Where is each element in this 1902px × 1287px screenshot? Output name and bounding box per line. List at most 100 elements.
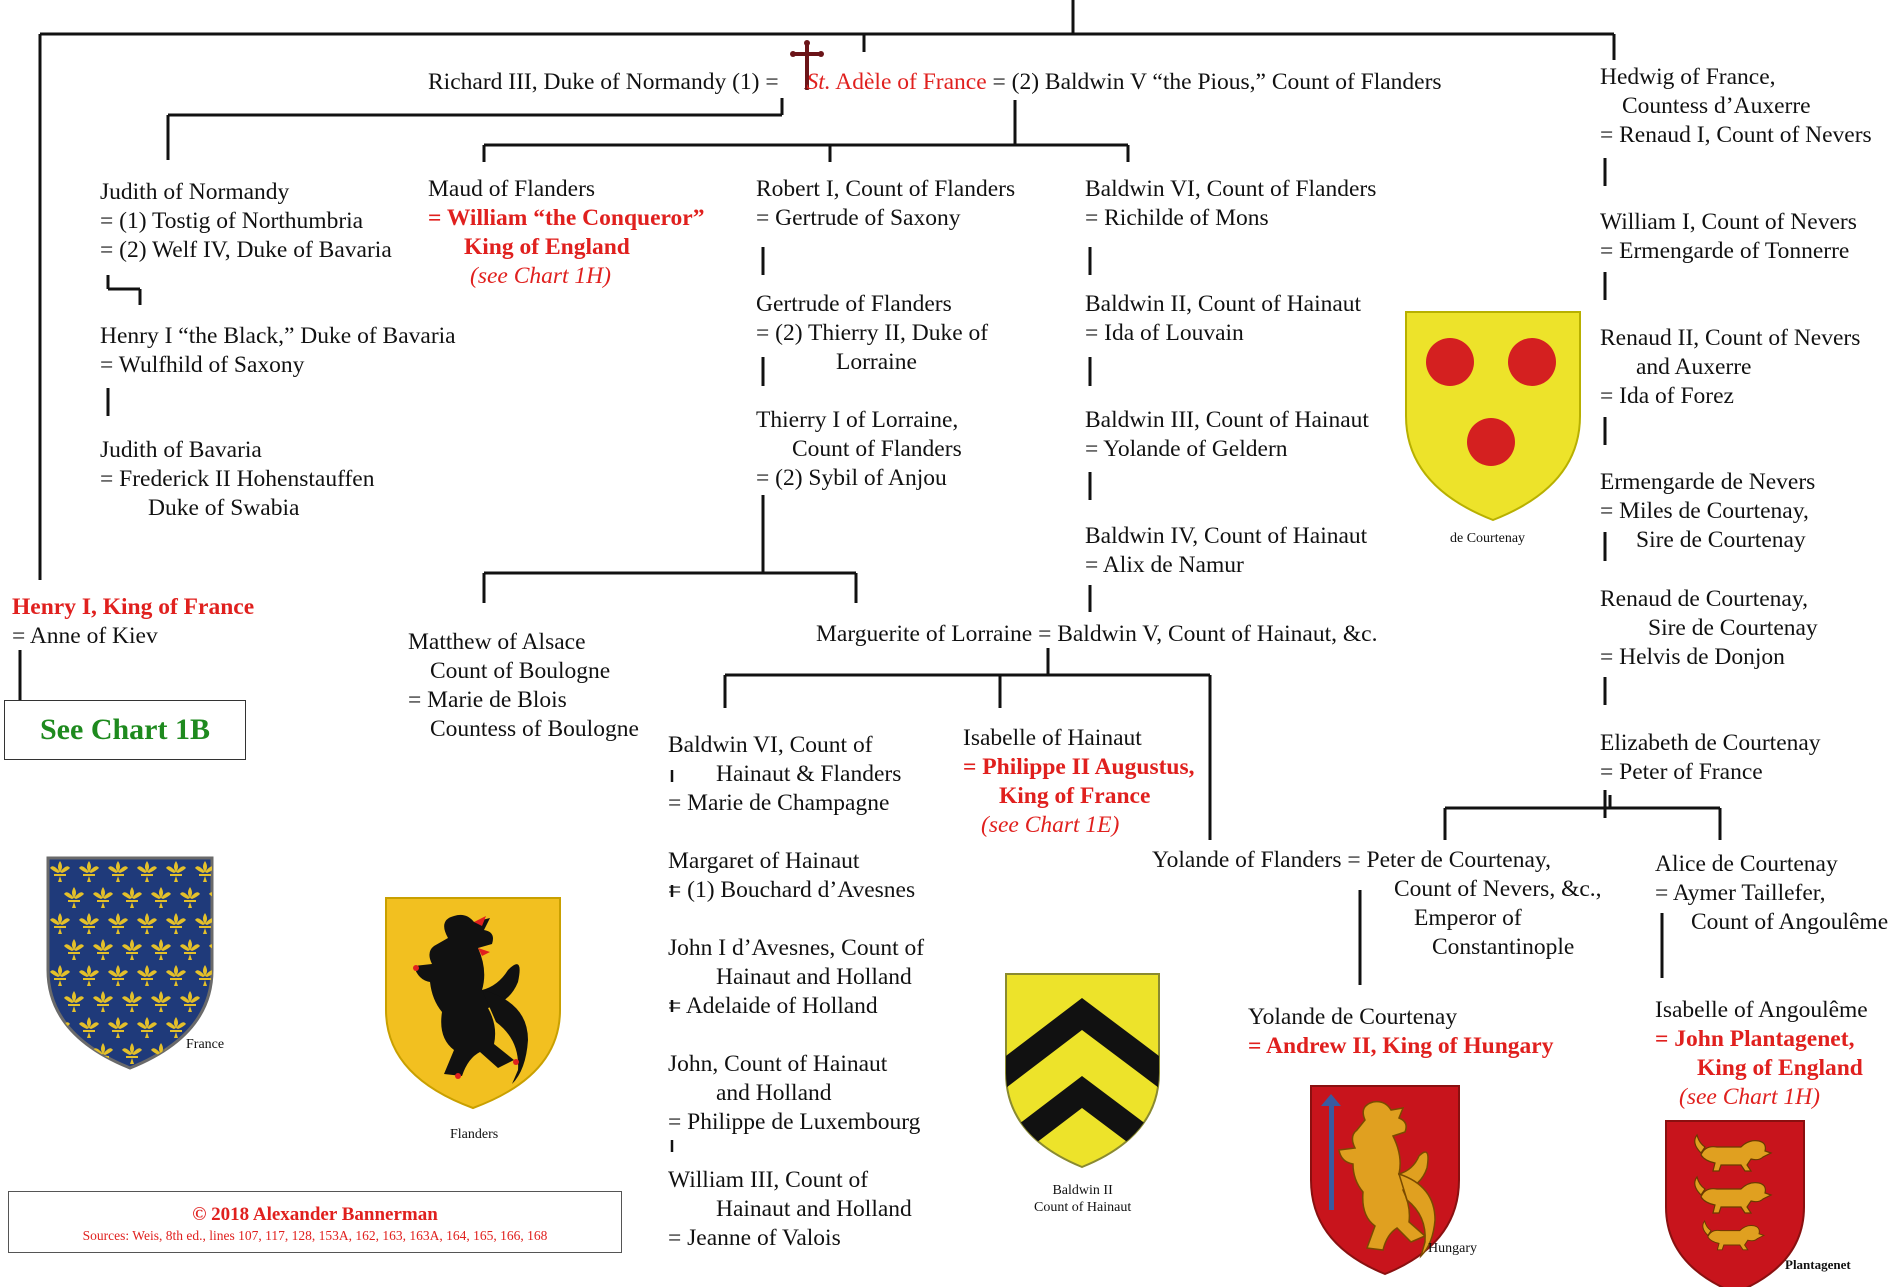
fleur-de-lis-icon	[79, 965, 99, 986]
person-title: Countess d’Auxerre	[1622, 93, 1811, 119]
courtenay-caption: de Courtenay	[1450, 531, 1526, 546]
person-name: Thierry I of Lorraine,	[756, 407, 959, 433]
sources-line: Sources: Weis, 8th ed., lines 107, 117, …	[82, 1228, 548, 1243]
spouse: = Wulfhild of Saxony	[100, 352, 305, 378]
person-name: Baldwin IV, Count of Hainaut	[1085, 523, 1368, 549]
flanders-caption: Flanders	[450, 1127, 499, 1142]
hedwig-block: Hedwig of France, Countess d’Auxerre = R…	[1600, 63, 1872, 150]
isabelle-of-angouleme: Isabelle of Angoulême = John Plantagenet…	[1655, 996, 1868, 1112]
fleur-de-lis-icon	[166, 1017, 186, 1038]
spouse-title: Count of Nevers, &c.,	[1394, 876, 1602, 902]
baldwin-vi-hainaut-flanders: Baldwin VI, Count of Hainaut & Flanders …	[668, 731, 901, 818]
fleur-de-lis-icon	[50, 965, 70, 986]
isabelle-of-hainaut: Isabelle of Hainaut = Philippe II August…	[963, 724, 1195, 840]
spouse-1: = (1) Tostig of Northumbria	[100, 208, 364, 234]
fleur-de-lis-icon	[137, 913, 157, 934]
fleur-de-lis-icon	[122, 887, 142, 908]
cross-icon	[790, 40, 824, 90]
baldwin-iv-count-hainaut: Baldwin IV, Count of Hainaut = Alix de N…	[1085, 522, 1367, 580]
spouse-title: Sire de Courtenay	[1636, 527, 1806, 553]
person-title: and Auxerre	[1636, 354, 1752, 380]
spouse: = Anne of Kiev	[12, 623, 158, 649]
spouse-king: = John Plantagenet,	[1655, 1026, 1855, 1052]
see-chart-reference: (see Chart 1E)	[981, 812, 1120, 838]
spouse-title: Countess of Boulogne	[430, 716, 639, 742]
courtenay-arms-icon	[1405, 311, 1581, 522]
fleur-de-lis-icon	[209, 991, 212, 1012]
spouse: = Ida of Forez	[1600, 383, 1734, 409]
person-name: Baldwin VI, Count of	[668, 732, 873, 758]
adele-of-france: Adèle of France	[835, 69, 987, 95]
fleur-de-lis-icon	[137, 965, 157, 986]
richard-duke-normandy: Richard III, Duke of Normandy (1) =	[428, 69, 779, 95]
person-title: Hainaut and Holland	[716, 1196, 912, 1222]
lion-passant-icon	[1694, 1133, 1773, 1172]
person-name: Isabelle of Hainaut	[963, 725, 1142, 751]
spouse: = Helvis de Donjon	[1600, 644, 1785, 670]
fleur-de-lis-icon	[64, 939, 84, 960]
lion-passant-icon	[1702, 1219, 1766, 1251]
person-name: Hedwig of France,	[1600, 64, 1776, 90]
fleur-de-lis-icon	[195, 965, 212, 986]
caption-line-1: Baldwin II	[1052, 1183, 1113, 1198]
fleur-de-lis-icon	[50, 861, 70, 882]
nevers-generation-3: Ermengarde de Nevers = Miles de Courtena…	[1600, 468, 1815, 555]
see-chart-1b-box: See Chart 1B	[4, 700, 246, 760]
person-name: Baldwin II, Count of Hainaut	[1085, 291, 1362, 317]
spouse: = Ermengarde of Tonnerre	[1600, 238, 1850, 264]
person-name: Henry I, King of France	[12, 594, 255, 620]
person-name: Baldwin III, Count of Hainaut	[1085, 407, 1369, 433]
person-name: Alice de Courtenay	[1655, 851, 1838, 877]
fleur-de-lis-icon	[108, 1017, 128, 1038]
person-name: Gertrude of Flanders	[756, 291, 952, 317]
person-name: Baldwin VI, Count of Flanders	[1085, 176, 1377, 202]
margaret-of-hainaut: Margaret of Hainaut = (1) Bouchard d’Ave…	[668, 847, 915, 905]
fleur-de-lis-icon	[122, 1043, 142, 1064]
spouse-king: = Philippe II Augustus,	[963, 754, 1195, 780]
france-caption: France	[186, 1037, 225, 1052]
person-name: Margaret of Hainaut	[668, 848, 860, 874]
spouse: = Richilde of Mons	[1085, 205, 1269, 231]
person-name: Yolande de Courtenay	[1248, 1004, 1458, 1030]
spouse: = Adelaide of Holland	[668, 993, 878, 1019]
person-name: Judith of Normandy	[100, 179, 290, 205]
spouse-title: Emperor of	[1414, 905, 1522, 931]
person-name: John I d’Avesnes, Count of	[668, 935, 925, 961]
nevers-generation-4: Renaud de Courtenay, Sire de Courtenay =…	[1600, 585, 1818, 672]
spouse-title: King of England	[464, 234, 630, 260]
person-name: William I, Count of Nevers	[1600, 209, 1857, 235]
john-i-davesnes: John I d’Avesnes, Count of Hainaut and H…	[668, 934, 924, 1021]
gertrude-of-flanders: Gertrude of Flanders = (2) Thierry II, D…	[756, 290, 988, 377]
fleur-de-lis-icon	[180, 887, 200, 908]
spouse-title: Count of Angoulême	[1691, 909, 1889, 935]
spouse: = (2) Thierry II, Duke of	[756, 320, 989, 346]
fleur-de-lis-icon	[79, 913, 99, 934]
spouse: = Jeanne of Valois	[668, 1225, 841, 1251]
spouse-title: Duke of Swabia	[148, 495, 300, 521]
marguerite-of-lorraine: Marguerite of Lorraine = Baldwin V, Coun…	[816, 621, 1378, 647]
spouse-king: = Andrew II, King of Hungary	[1248, 1033, 1554, 1059]
fleur-de-lis-icon	[122, 991, 142, 1012]
judith-of-normandy: Judith of Normandy = (1) Tostig of North…	[100, 178, 392, 265]
spouse: = Marie de Blois	[408, 687, 567, 713]
fleur-de-lis-icon	[79, 1017, 99, 1038]
fleur-de-lis-icon	[93, 887, 113, 908]
fleur-de-lis-icon	[64, 991, 84, 1012]
john-count-of-hainaut: John, Count of Hainaut and Holland = Phi…	[668, 1050, 920, 1137]
spouse: = Aymer Taillefer,	[1655, 880, 1826, 906]
see-chart-reference: (see Chart 1H)	[470, 263, 611, 289]
spouse: = Peter of France	[1600, 759, 1763, 785]
top-couple: Richard III, Duke of Normandy (1) = St. …	[428, 68, 1442, 97]
fleur-de-lis-icon	[166, 861, 186, 882]
baldwin-iii-count-hainaut: Baldwin III, Count of Hainaut = Yolande …	[1085, 406, 1369, 464]
fleur-de-lis-icon	[166, 913, 186, 934]
spouse: = Yolande of Geldern	[1085, 436, 1288, 462]
france-arms-icon	[46, 856, 214, 1070]
spouse-2: = (2) Welf IV, Duke of Bavaria	[100, 237, 392, 263]
fleur-de-lis-icon	[122, 939, 142, 960]
fleur-de-lis-icon	[108, 965, 128, 986]
spouse: = Ida of Louvain	[1085, 320, 1244, 346]
person-title: Sire de Courtenay	[1648, 615, 1818, 641]
baldwin-ii-count-hainaut: Baldwin II, Count of Hainaut = Ida of Lo…	[1085, 290, 1361, 348]
person-title: Hainaut & Flanders	[716, 761, 902, 787]
